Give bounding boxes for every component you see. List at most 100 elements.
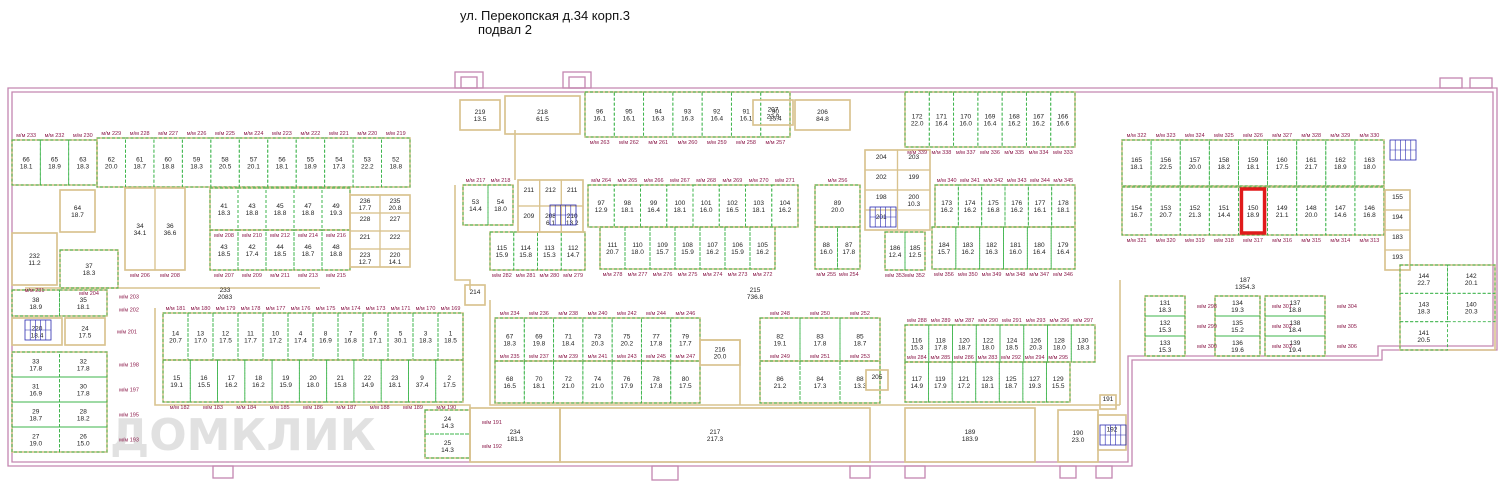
room-119[interactable]	[928, 361, 953, 403]
room-22[interactable]	[353, 359, 382, 403]
room-154[interactable]	[1121, 186, 1152, 236]
room-146[interactable]	[1354, 186, 1385, 236]
room-179[interactable]	[1050, 226, 1076, 270]
room-6[interactable]	[362, 312, 389, 361]
room-9[interactable]	[408, 359, 437, 403]
room-216[interactable]	[699, 339, 741, 366]
room-2[interactable]	[435, 359, 464, 403]
room-181[interactable]	[1003, 226, 1028, 270]
room-8[interactable]	[312, 312, 339, 361]
room-130[interactable]	[1070, 324, 1096, 363]
room-123[interactable]	[975, 361, 1000, 403]
room-206[interactable]	[794, 99, 851, 131]
room-18[interactable]	[244, 359, 273, 403]
room-20[interactable]	[298, 359, 328, 403]
room-number: 56	[278, 157, 286, 164]
room-104[interactable]	[771, 184, 799, 228]
room-151[interactable]	[1208, 186, 1239, 236]
room-185[interactable]	[904, 231, 926, 271]
room-205[interactable]	[865, 369, 889, 391]
room-152[interactable]	[1179, 186, 1210, 236]
room-214[interactable]	[464, 284, 486, 306]
room-89[interactable]	[814, 184, 861, 228]
room-7[interactable]	[337, 312, 364, 361]
room-139[interactable]	[1264, 335, 1326, 357]
room-115[interactable]	[489, 231, 515, 271]
room-38[interactable]	[11, 289, 60, 317]
room-125[interactable]	[998, 361, 1024, 403]
room-3[interactable]	[412, 312, 439, 361]
room-217[interactable]	[559, 407, 871, 463]
room-129[interactable]	[1045, 361, 1071, 403]
room-105[interactable]	[749, 226, 776, 270]
room-12[interactable]	[212, 312, 239, 361]
room-193[interactable]	[1384, 249, 1411, 271]
room-19[interactable]	[271, 359, 300, 403]
room-141[interactable]	[1399, 321, 1448, 351]
room-142[interactable]	[1447, 264, 1496, 294]
room-11[interactable]	[237, 312, 264, 361]
room-15[interactable]	[162, 359, 191, 403]
room-10[interactable]	[262, 312, 289, 361]
room-147[interactable]	[1325, 186, 1356, 236]
room-17[interactable]	[217, 359, 246, 403]
room-area: 36.6	[164, 230, 177, 237]
room-88[interactable]	[839, 360, 881, 404]
room-191[interactable]	[1099, 394, 1117, 410]
room-64[interactable]	[59, 189, 96, 233]
room-5[interactable]	[387, 312, 414, 361]
room-200[interactable]	[896, 189, 931, 211]
room-4[interactable]	[287, 312, 314, 361]
room-87[interactable]	[837, 226, 861, 270]
room-54[interactable]	[487, 184, 514, 226]
room-32[interactable]	[59, 351, 108, 378]
room-140[interactable]	[1447, 292, 1496, 323]
room-65[interactable]	[39, 139, 70, 186]
room-36[interactable]	[154, 187, 186, 271]
room-220[interactable]	[379, 248, 411, 268]
room-13[interactable]	[187, 312, 214, 361]
room-184[interactable]	[931, 226, 957, 270]
room-21[interactable]	[326, 359, 355, 403]
room-88[interactable]	[814, 226, 838, 270]
room-148[interactable]	[1296, 186, 1327, 236]
room-232[interactable]	[11, 232, 58, 286]
room-30[interactable]	[59, 376, 108, 403]
room-24[interactable]	[64, 317, 106, 346]
room-166[interactable]	[1050, 91, 1076, 148]
room-153[interactable]	[1150, 186, 1181, 236]
room-16[interactable]	[189, 359, 218, 403]
room-35[interactable]	[59, 289, 108, 317]
room-37[interactable]	[59, 249, 119, 289]
room-63[interactable]	[68, 139, 98, 186]
room-180[interactable]	[1026, 226, 1052, 270]
room-186[interactable]	[884, 231, 906, 271]
room-220[interactable]	[11, 317, 63, 346]
room-121[interactable]	[951, 361, 977, 403]
parking-space-label: м/м 299	[1197, 324, 1217, 330]
room-14[interactable]	[162, 312, 189, 361]
room-66[interactable]	[11, 139, 41, 186]
room-117[interactable]	[904, 361, 930, 403]
room-26[interactable]	[59, 426, 108, 453]
room-133[interactable]	[1144, 335, 1186, 357]
room-219[interactable]	[459, 99, 501, 131]
room-163[interactable]	[1354, 139, 1385, 187]
room-80[interactable]	[670, 360, 701, 404]
room-149[interactable]	[1267, 186, 1298, 236]
room-23[interactable]	[380, 359, 409, 403]
room-207[interactable]	[752, 99, 794, 126]
room-189[interactable]	[904, 407, 1036, 463]
room-127[interactable]	[1022, 361, 1047, 403]
room-150[interactable]	[1237, 186, 1269, 236]
room-218[interactable]	[504, 95, 581, 135]
room-52[interactable]	[381, 137, 411, 188]
room-201[interactable]	[864, 209, 899, 231]
room-1[interactable]	[437, 312, 464, 361]
room-183[interactable]	[955, 226, 981, 270]
room-28[interactable]	[59, 401, 108, 428]
room-90[interactable]	[760, 91, 791, 138]
room-182[interactable]	[979, 226, 1004, 270]
room-210[interactable]	[560, 205, 584, 233]
room-136[interactable]	[1214, 335, 1261, 357]
